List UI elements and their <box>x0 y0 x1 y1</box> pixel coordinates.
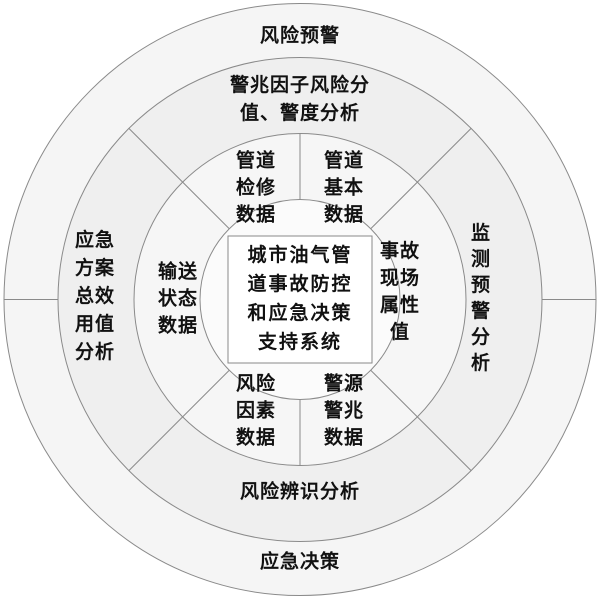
center-box <box>227 235 373 364</box>
outer-ring-bottom-label: 应急决策 <box>259 551 341 573</box>
inner-ring-accident-scene-attribute-label: 事故 现场 属性 值 <box>379 241 421 343</box>
middle-ring-bottom-label: 风险辨识分析 <box>239 481 361 503</box>
inner-ring-pipeline-maintenance-data-label: 管道 检修 数据 <box>235 150 277 226</box>
inner-ring-warning-sign-data-label: 警源 警兆 数据 <box>323 373 365 449</box>
diagonal-divider-top-left <box>128 128 230 230</box>
middle-ring-right-label: 监 测 预 警 分 析 <box>470 223 492 374</box>
middle-ring-left-label: 应急 方案 总效 用值 分析 <box>74 230 116 363</box>
diagonal-divider-bottom-right <box>370 369 472 471</box>
middle-ring-top-label: 警兆因子风险分 值、警度分析 <box>229 75 371 124</box>
center-system-title: 城市油气管 道事故防控 和应急决策 支持系统 <box>247 245 353 353</box>
diagonal-divider-bottom-left <box>128 369 230 471</box>
outer-ring-top-label: 风险预警 <box>259 25 341 47</box>
inner-ring-pipeline-basic-data-label: 管道 基本 数据 <box>323 150 365 226</box>
inner-ring-risk-factor-data-label: 风险 因素 数据 <box>235 373 277 449</box>
diagonal-divider-top-right <box>370 128 472 230</box>
inner-ring-transport-status-data-label: 输送 状态 数据 <box>157 261 199 337</box>
